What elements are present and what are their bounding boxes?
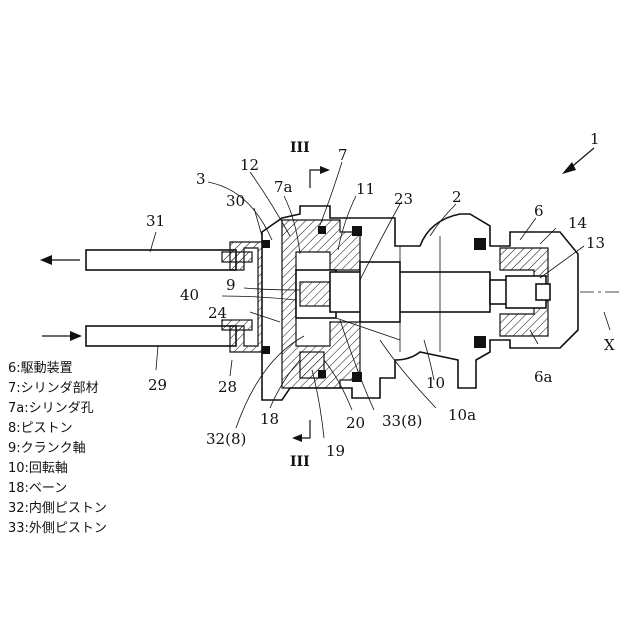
section-label-bottom: III — [290, 454, 310, 470]
shaft-step — [360, 262, 400, 322]
label-18: 18 — [260, 410, 279, 428]
label-24: 24 — [208, 304, 227, 322]
piston-inner — [300, 282, 330, 306]
label-10a: 10a — [448, 406, 476, 424]
outlet-pipe — [86, 250, 236, 270]
outlet-arrowhead — [40, 255, 52, 265]
label-11: 11 — [356, 180, 375, 198]
inlet-arrowhead — [70, 331, 82, 341]
label-20: 20 — [346, 414, 365, 432]
label-1: 1 — [590, 130, 600, 148]
seal-1 — [262, 240, 270, 248]
legend: 6:駆動装置 7:シリンダ部材 7a:シリンダ孔 8:ピストン 9:クランク軸 … — [8, 361, 107, 536]
label-13: 13 — [586, 234, 605, 252]
bearing-1 — [352, 226, 362, 236]
label-23: 23 — [394, 190, 413, 208]
label-7a: 7a — [274, 178, 293, 196]
legend-item: 6:駆動装置 — [8, 361, 73, 376]
label-28: 28 — [218, 378, 237, 396]
section-arrow-top — [320, 166, 330, 174]
inlet-pipe — [86, 326, 236, 346]
label-32: 32(8) — [206, 430, 246, 448]
rotary-shaft — [330, 272, 490, 312]
label-10: 10 — [426, 374, 445, 392]
label-x: X — [604, 336, 615, 354]
ref-arrowhead-1 — [562, 162, 576, 174]
legend-item: 7:シリンダ部材 — [8, 381, 99, 396]
section-label-top: III — [290, 140, 310, 156]
label-14: 14 — [568, 214, 587, 232]
label-6: 6 — [534, 202, 544, 220]
legend-item: 10:回転軸 — [8, 461, 68, 476]
legend-item: 33:外側ピストン — [8, 521, 107, 536]
seal-2 — [262, 346, 270, 354]
label-33: 33(8) — [382, 412, 422, 430]
label-9: 9 — [226, 276, 236, 294]
label-31: 31 — [146, 212, 165, 230]
legend-item: 18:ベーン — [8, 481, 67, 496]
legend-item: 9:クランク軸 — [8, 441, 86, 456]
legend-item: 7a:シリンダ孔 — [8, 401, 94, 416]
label-19: 19 — [326, 442, 345, 460]
label-12: 12 — [240, 156, 259, 174]
section-arrow-bottom — [292, 434, 302, 442]
label-29: 29 — [148, 376, 167, 394]
legend-item: 32:内側ピストン — [8, 500, 107, 516]
bearing-4 — [474, 336, 486, 348]
label-7: 7 — [338, 146, 348, 164]
bearing-3 — [474, 238, 486, 250]
drive-coupling — [536, 284, 550, 300]
cover-plate-top — [222, 252, 252, 262]
label-3: 3 — [196, 170, 206, 188]
legend-item: 8:ピストン — [8, 421, 73, 436]
label-6a: 6a — [534, 368, 553, 386]
section-mark-top — [310, 170, 326, 188]
section-mark-bottom — [296, 420, 310, 438]
label-2: 2 — [452, 188, 462, 206]
label-30: 30 — [226, 192, 245, 210]
label-40: 40 — [180, 286, 199, 304]
seal-4 — [318, 370, 326, 378]
